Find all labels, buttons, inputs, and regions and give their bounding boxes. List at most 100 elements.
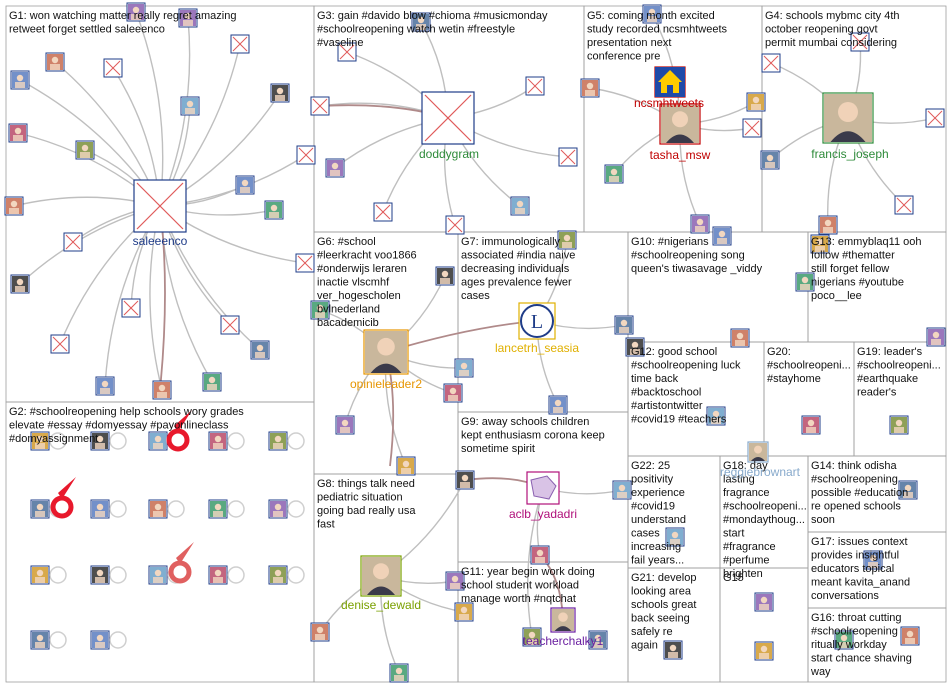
avatar-node[interactable] (152, 380, 172, 400)
avatar-node[interactable] (754, 641, 774, 661)
avatar-node[interactable] (612, 480, 632, 500)
avatar-node[interactable] (746, 92, 766, 112)
avatar-node[interactable] (588, 630, 608, 650)
avatar-node[interactable] (445, 571, 465, 591)
avatar-node[interactable] (8, 123, 28, 143)
avatar-node[interactable] (202, 372, 222, 392)
hub-node-reggiebrownart[interactable] (747, 441, 769, 463)
hub-node-doddygram[interactable] (421, 91, 475, 145)
avatar-node[interactable] (642, 4, 662, 24)
broken-image-node[interactable] (558, 147, 578, 167)
avatar-node[interactable] (818, 215, 838, 235)
avatar-node[interactable] (730, 328, 750, 348)
avatar-node[interactable] (90, 565, 110, 585)
avatar-node[interactable] (180, 96, 200, 116)
avatar-node[interactable] (270, 83, 290, 103)
avatar-node[interactable] (148, 565, 168, 585)
broken-image-node[interactable] (525, 76, 545, 96)
broken-image-node[interactable] (925, 108, 945, 128)
avatar-node[interactable] (665, 527, 685, 547)
avatar-node[interactable] (530, 545, 550, 565)
avatar-node[interactable] (10, 70, 30, 90)
avatar-node[interactable] (834, 630, 854, 650)
broken-image-node[interactable] (894, 195, 914, 215)
avatar-node[interactable] (754, 592, 774, 612)
avatar-node[interactable] (325, 158, 345, 178)
broken-image-node[interactable] (103, 58, 123, 78)
broken-image-node[interactable] (310, 96, 330, 116)
hub-node-ncsmhtweets[interactable] (654, 66, 686, 98)
avatar-node[interactable] (548, 395, 568, 415)
avatar-node[interactable] (335, 415, 355, 435)
avatar-node[interactable] (625, 337, 645, 357)
avatar-node[interactable] (30, 565, 50, 585)
avatar-node[interactable] (310, 300, 330, 320)
hub-node-opinieleader2[interactable] (363, 329, 409, 375)
avatar-node[interactable] (30, 431, 50, 451)
avatar-node[interactable] (411, 12, 431, 32)
broken-image-node[interactable] (230, 34, 250, 54)
avatar-node[interactable] (795, 272, 815, 292)
broken-image-node[interactable] (63, 232, 83, 252)
avatar-node[interactable] (30, 630, 50, 650)
broken-image-node[interactable] (337, 42, 357, 62)
hub-node-saleeenco[interactable] (133, 179, 187, 233)
avatar-node[interactable] (604, 164, 624, 184)
hub-node-tasha_msw[interactable] (659, 103, 701, 145)
avatar-node[interactable] (889, 415, 909, 435)
avatar-node[interactable] (10, 274, 30, 294)
avatar-node[interactable] (90, 499, 110, 519)
avatar-node[interactable] (310, 622, 330, 642)
hub-node-denise_dewald[interactable] (360, 555, 402, 597)
avatar-node[interactable] (235, 175, 255, 195)
avatar-node[interactable] (4, 196, 24, 216)
broken-image-node[interactable] (50, 334, 70, 354)
avatar-node[interactable] (126, 2, 146, 22)
avatar-node[interactable] (690, 214, 710, 234)
avatar-node[interactable] (926, 327, 946, 347)
avatar-node[interactable] (208, 431, 228, 451)
hub-node-francis_joseph[interactable] (822, 92, 874, 144)
hub-node-teacherchalky1[interactable] (550, 607, 576, 633)
avatar-node[interactable] (45, 52, 65, 72)
avatar-node[interactable] (148, 499, 168, 519)
avatar-node[interactable] (264, 200, 284, 220)
broken-image-node[interactable] (220, 315, 240, 335)
avatar-node[interactable] (557, 230, 577, 250)
avatar-node[interactable] (90, 431, 110, 451)
avatar-node[interactable] (443, 383, 463, 403)
avatar-node[interactable] (75, 140, 95, 160)
avatar-node[interactable] (250, 340, 270, 360)
avatar-node[interactable] (510, 196, 530, 216)
hub-node-lancetrh_seasia[interactable]: L (518, 302, 556, 340)
broken-image-node[interactable] (445, 215, 465, 235)
avatar-node[interactable] (396, 456, 416, 476)
avatar-node[interactable] (863, 550, 883, 570)
broken-image-node[interactable] (850, 32, 870, 52)
avatar-node[interactable] (760, 150, 780, 170)
avatar-node[interactable] (95, 376, 115, 396)
avatar-node[interactable] (810, 234, 830, 254)
avatar-node[interactable] (522, 627, 542, 647)
avatar-node[interactable] (208, 499, 228, 519)
avatar-node[interactable] (801, 415, 821, 435)
broken-image-node[interactable] (121, 298, 141, 318)
avatar-node[interactable] (614, 315, 634, 335)
avatar-node[interactable] (898, 480, 918, 500)
avatar-node[interactable] (454, 358, 474, 378)
avatar-node[interactable] (580, 78, 600, 98)
broken-image-node[interactable] (761, 53, 781, 73)
hub-node-aclb_yadadri[interactable] (526, 471, 560, 505)
avatar-node[interactable] (208, 565, 228, 585)
avatar-node[interactable] (148, 431, 168, 451)
avatar-node[interactable] (268, 499, 288, 519)
avatar-node[interactable] (268, 565, 288, 585)
avatar-node[interactable] (454, 602, 474, 622)
avatar-node[interactable] (900, 626, 920, 646)
avatar-node[interactable] (706, 406, 726, 426)
broken-image-node[interactable] (295, 253, 315, 273)
broken-image-node[interactable] (373, 202, 393, 222)
avatar-node[interactable] (663, 640, 683, 660)
avatar-node[interactable] (178, 8, 198, 28)
avatar-node[interactable] (30, 499, 50, 519)
